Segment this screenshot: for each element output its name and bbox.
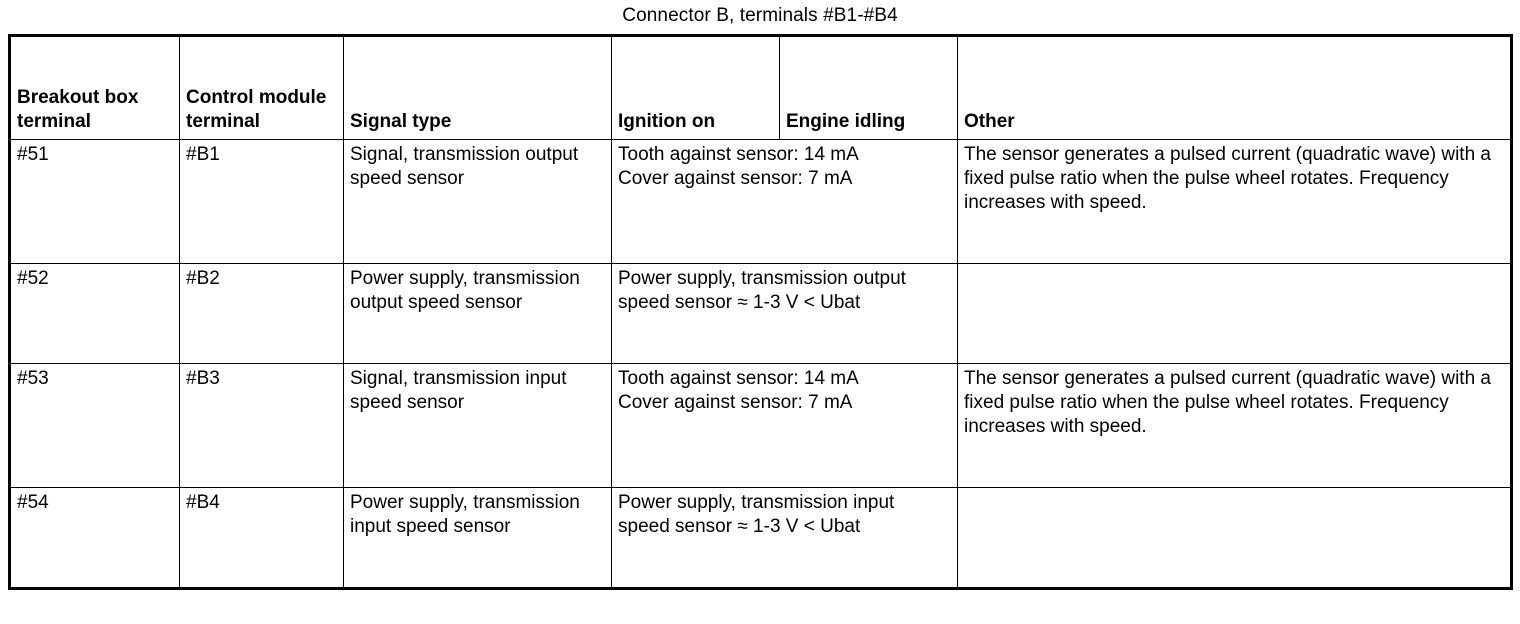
cell-other <box>957 487 1512 589</box>
cell-control-module-terminal: #B2 <box>179 263 344 364</box>
table-row: #53 #B3 Signal, transmission input speed… <box>9 363 1512 488</box>
cell-signal-type: Signal, transmission input speed sensor <box>343 363 612 488</box>
measurement-line-1: Power supply, transmission input speed s… <box>618 492 895 537</box>
cell-measurement: Power supply, transmission output speed … <box>611 263 958 364</box>
measurement-line-2: Cover against sensor: 7 mA <box>618 168 853 189</box>
cell-signal-type: Signal, transmission output speed sensor <box>343 139 612 264</box>
cell-breakout-box-terminal: #51 <box>9 139 180 264</box>
table-row: #52 #B2 Power supply, transmission outpu… <box>9 263 1512 364</box>
cell-measurement: Power supply, transmission input speed s… <box>611 487 958 589</box>
cell-control-module-terminal: #B3 <box>179 363 344 488</box>
table-row: #51 #B1 Signal, transmission output spee… <box>9 139 1512 264</box>
column-header-breakout-box-terminal: Breakout box terminal <box>9 35 180 140</box>
column-header-ignition-on: Ignition on <box>611 35 780 140</box>
cell-other: The sensor generates a pulsed current (q… <box>957 139 1512 264</box>
cell-breakout-box-terminal: #54 <box>9 487 180 589</box>
column-header-control-module-terminal: Control module terminal <box>179 35 344 140</box>
header-row: Breakout box terminal Control module ter… <box>9 35 1512 140</box>
page-title: Connector B, terminals #B1-#B4 <box>622 5 898 26</box>
connector-b-terminal-table: Breakout box terminal Control module ter… <box>8 34 1513 590</box>
column-header-signal-type: Signal type <box>343 35 612 140</box>
cell-signal-type: Power supply, transmission output speed … <box>343 263 612 364</box>
cell-measurement: Tooth against sensor: 14 mA Cover agains… <box>611 139 958 264</box>
table-header: Breakout box terminal Control module ter… <box>9 35 1512 140</box>
table-container: Breakout box terminal Control module ter… <box>8 34 1513 590</box>
table-row: #54 #B4 Power supply, transmission input… <box>9 487 1512 589</box>
measurement-line-1: Tooth against sensor: 14 mA <box>618 144 859 165</box>
measurement-line-1: Power supply, transmission output speed … <box>618 268 906 313</box>
cell-other: The sensor generates a pulsed current (q… <box>957 363 1512 488</box>
cell-breakout-box-terminal: #53 <box>9 363 180 488</box>
measurement-line-1: Tooth against sensor: 14 mA <box>618 368 859 389</box>
cell-signal-type: Power supply, transmission input speed s… <box>343 487 612 589</box>
column-header-engine-idling: Engine idling <box>779 35 958 140</box>
cell-breakout-box-terminal: #52 <box>9 263 180 364</box>
column-header-other: Other <box>957 35 1512 140</box>
measurement-line-2: Cover against sensor: 7 mA <box>618 392 853 413</box>
cell-other <box>957 263 1512 364</box>
table-body: #51 #B1 Signal, transmission output spee… <box>9 139 1512 589</box>
cell-control-module-terminal: #B4 <box>179 487 344 589</box>
cell-measurement: Tooth against sensor: 14 mA Cover agains… <box>611 363 958 488</box>
cell-control-module-terminal: #B1 <box>179 139 344 264</box>
